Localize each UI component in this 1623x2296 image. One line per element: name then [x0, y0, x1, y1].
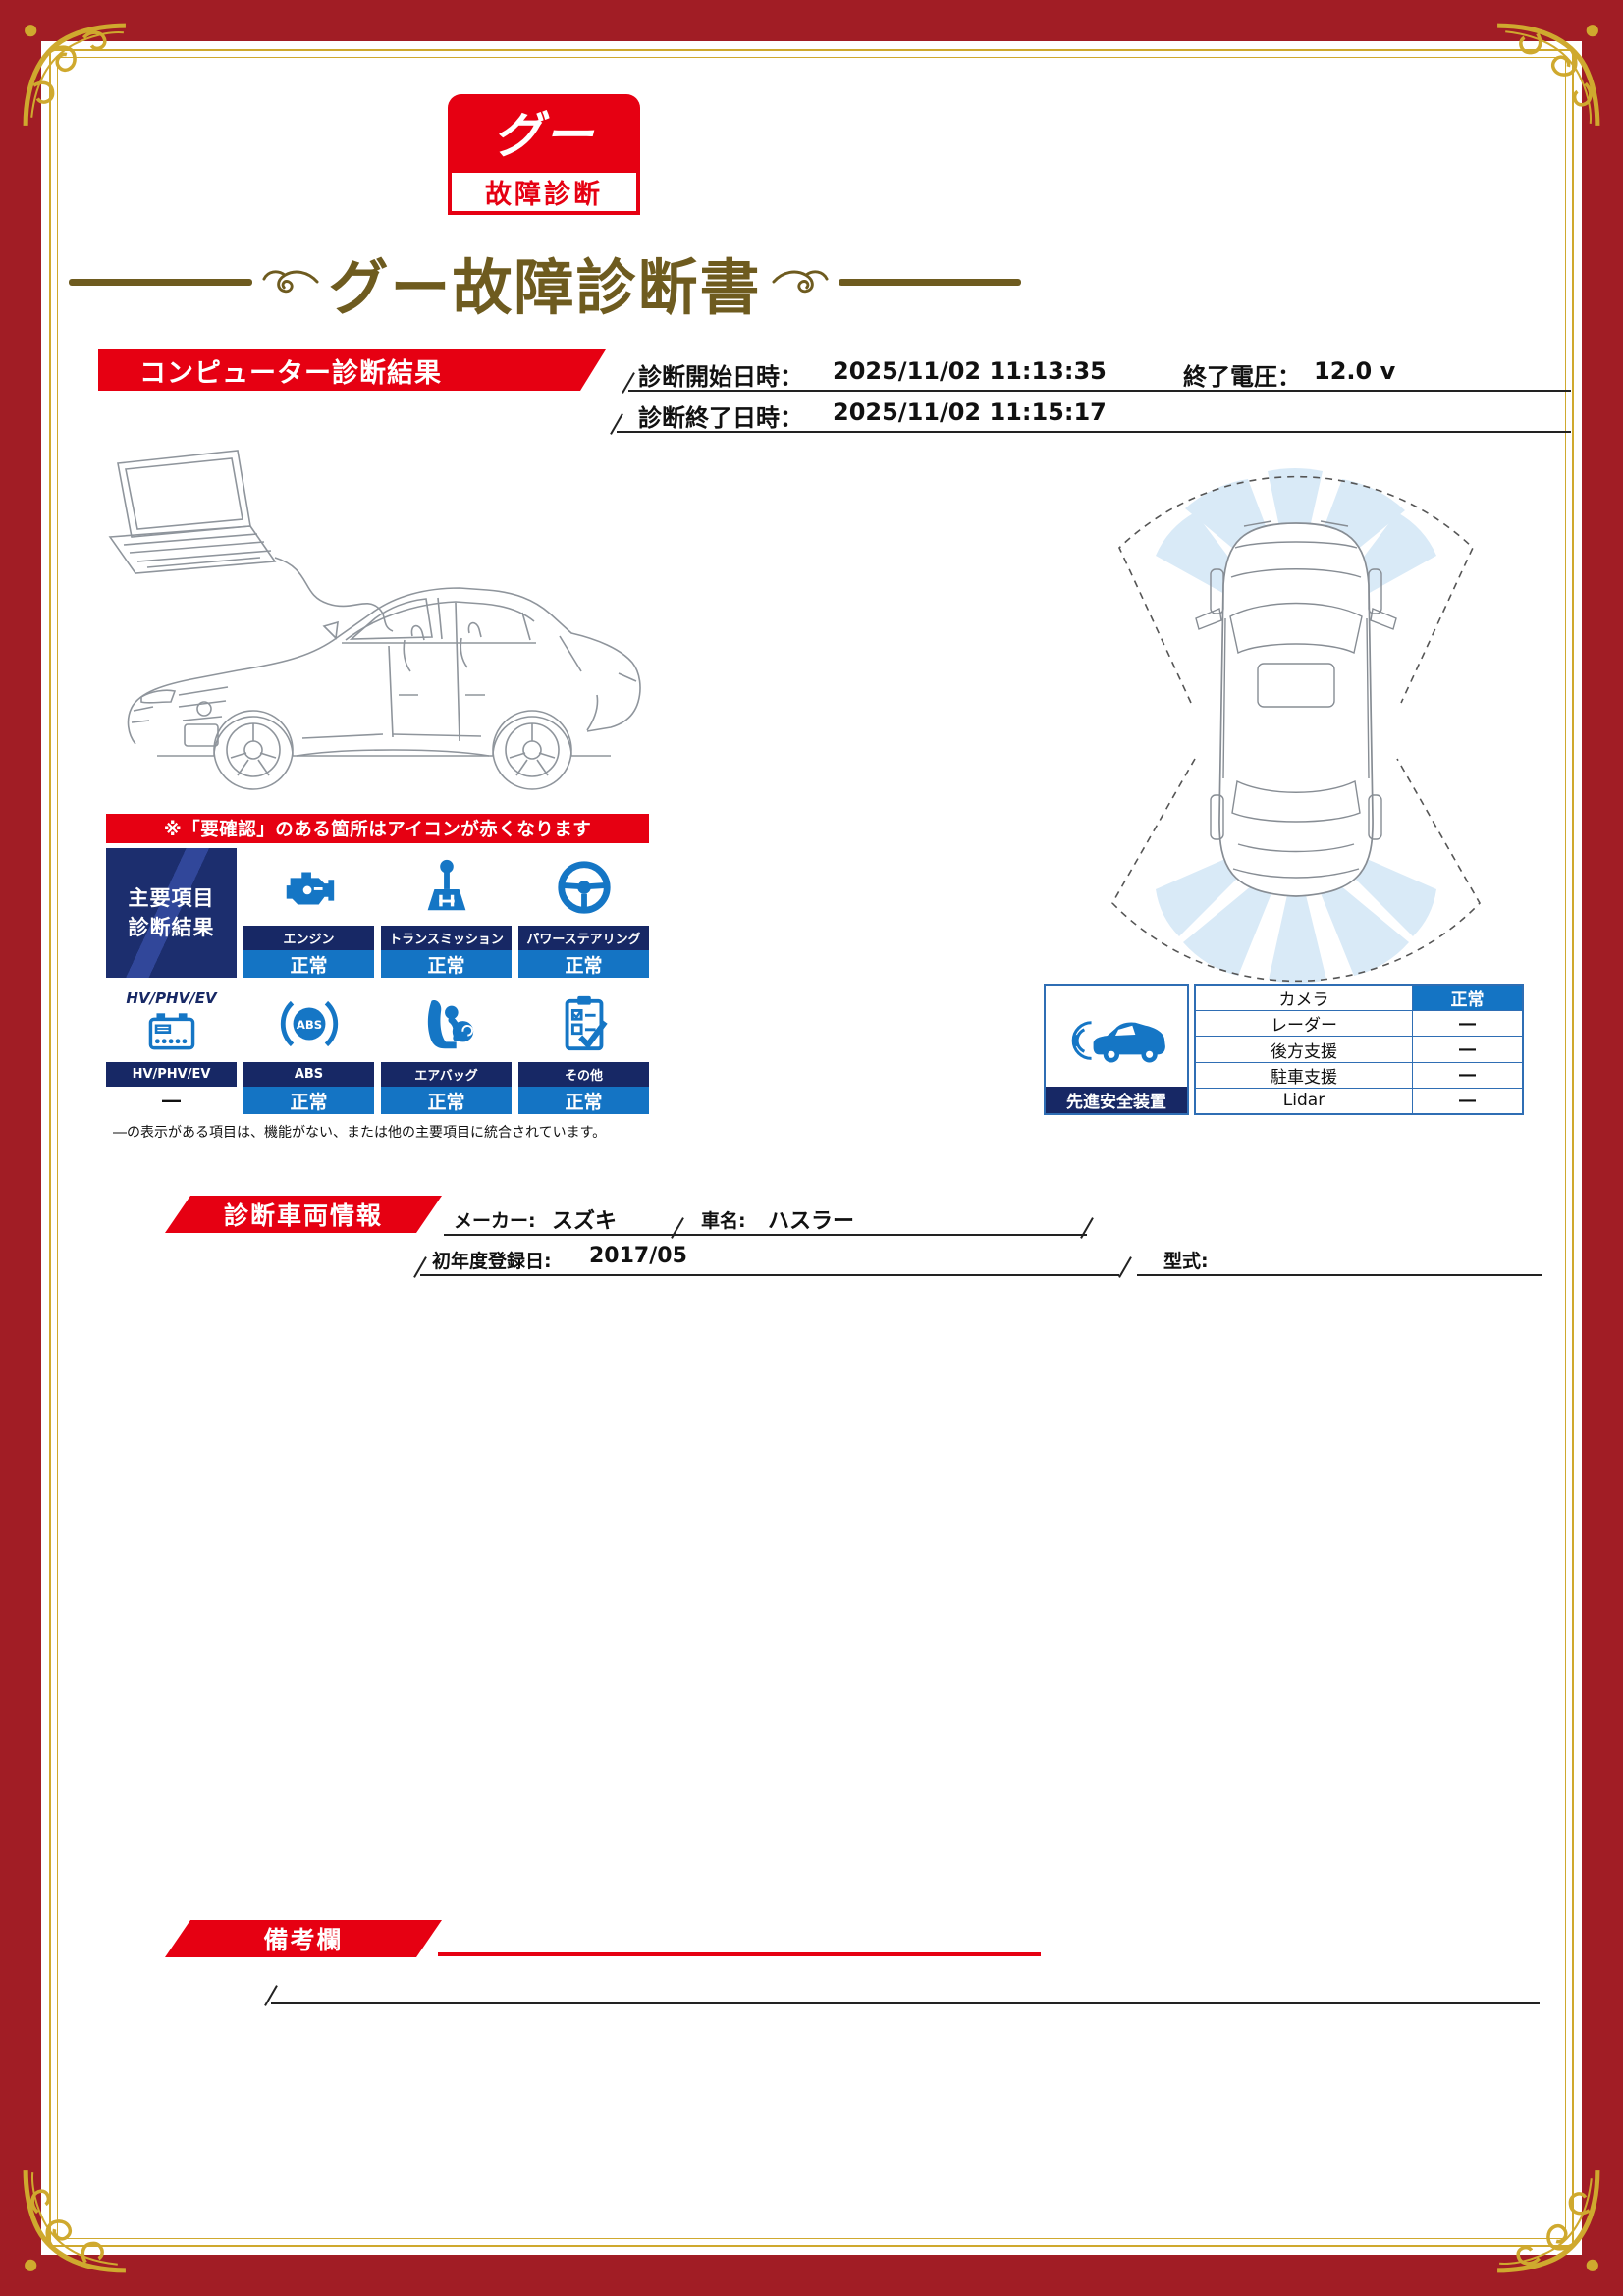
legend-line1: 主要項目 — [128, 885, 215, 910]
tile-status: 正常 — [518, 950, 649, 978]
car-name-value: ハスラー — [768, 1209, 855, 1234]
tile-status: 正常 — [381, 950, 512, 978]
abs-icon: ABS — [243, 985, 374, 1062]
safety-row-radar: レーダー ― — [1196, 1010, 1522, 1037]
end-voltage-label: 終了電圧： — [1183, 363, 1301, 391]
alert-note-text: ※「要確認」のある箇所はアイコンが赤くなります — [163, 820, 592, 840]
diagnosis-tile-engine: エンジン 正常 — [243, 848, 374, 978]
start-time-value: 2025/11/02 11:13:35 — [833, 357, 1107, 385]
logo-mark-text: グー — [493, 107, 595, 164]
goo-logo: グー 故障診断 — [448, 94, 640, 215]
car-name-label: 車名: — [701, 1210, 746, 1232]
safety-row-label: Lidar — [1282, 1091, 1325, 1111]
tile-label: ABS — [243, 1062, 374, 1087]
paper-background — [41, 41, 1582, 2255]
model-code-label: 型式: — [1163, 1251, 1209, 1272]
remarks-write-line — [271, 2002, 1540, 2004]
first-registration-label: 初年度登録日: — [432, 1251, 552, 1272]
tile-label: パワーステアリング — [518, 926, 649, 950]
engine-icon — [243, 848, 374, 926]
diagnosis-tile-steering: パワーステアリング 正常 — [518, 848, 649, 978]
title-flourish-right-icon — [771, 270, 829, 294]
safety-row-label: 後方支援 — [1271, 1041, 1337, 1062]
end-time-label: 診断終了日時： — [638, 404, 803, 432]
safety-row-lidar: Lidar ― — [1196, 1087, 1522, 1114]
hv-battery-icon: HV/PHV/EV — [106, 985, 237, 1062]
car-topview-sensors-illustration — [1036, 450, 1556, 994]
diagnosis-legend-text: 主要項目 診断結果 — [129, 883, 215, 943]
safety-row-label: カメラ — [1278, 990, 1329, 1011]
tile-label: HV/PHV/EV — [106, 1062, 237, 1087]
diagnosis-tile-abs: ABS ABS 正常 — [243, 985, 374, 1114]
vehicle-row1-line — [444, 1234, 1087, 1236]
steering-wheel-icon — [518, 848, 649, 926]
tile-status: 正常 — [243, 1087, 374, 1114]
section-computer-diagnosis-title: コンピューター診断結果 — [139, 357, 442, 389]
tile-label: その他 — [518, 1062, 649, 1087]
advanced-safety-icon-cell: 先進安全装置 — [1044, 984, 1189, 1115]
section-vehicle-info-banner: 診断車両情報 — [165, 1196, 442, 1233]
diagnosis-tile-hv: HV/PHV/EV HV/PHV/EV ― — [106, 985, 237, 1114]
alert-note-bar: ※「要確認」のある箇所はアイコンが赤くなります — [106, 814, 649, 843]
car-sensor-icon — [1046, 986, 1187, 1087]
tile-label: エンジン — [243, 926, 374, 950]
tile-status: 正常 — [243, 950, 374, 978]
transmission-icon — [381, 848, 512, 926]
report-title-row: グー故障診断書 — [69, 240, 1022, 324]
section-vehicle-info-title: 診断車両情報 — [223, 1201, 383, 1230]
diagnosis-result-grid: 主要項目 診断結果 エンジン 正常 — [106, 848, 649, 1114]
logo-caption-text: 故障診断 — [485, 180, 603, 210]
goo-logo-caption: 故障診断 — [448, 169, 640, 215]
safety-row-rear-support: 後方支援 ― — [1196, 1036, 1522, 1062]
airbag-icon — [381, 985, 512, 1062]
safety-row-status: ― — [1412, 1037, 1522, 1062]
tile-status: 正常 — [518, 1087, 649, 1114]
safety-row-status: ― — [1412, 1011, 1522, 1037]
section-remarks-title: 備考欄 — [263, 1926, 344, 1954]
vehicle-row2-line-right — [1137, 1274, 1542, 1276]
section-remarks-banner: 備考欄 — [165, 1920, 442, 1957]
dash-explanation-note: ―の表示がある項目は、機能がない、または他の主要項目に統合されています。 — [113, 1125, 607, 1141]
safety-row-camera: カメラ 正常 — [1196, 986, 1522, 1011]
start-time-label: 診断開始日時： — [638, 363, 803, 391]
title-flourish-left-icon — [261, 270, 319, 294]
legend-line2: 診断結果 — [128, 916, 215, 939]
title-rule-right — [838, 278, 1022, 286]
svg-text:ABS: ABS — [296, 1017, 321, 1031]
diagnosis-tile-airbag: エアバッグ 正常 — [381, 985, 512, 1114]
tile-status: ― — [106, 1087, 237, 1114]
safety-row-parking-support: 駐車支援 ― — [1196, 1061, 1522, 1088]
diagnosis-tile-other: その他 正常 — [518, 985, 649, 1114]
diagnosis-legend-tile: 主要項目 診断結果 — [106, 848, 237, 978]
safety-row-status: ― — [1412, 1062, 1522, 1088]
safety-row-status: ― — [1412, 1088, 1522, 1114]
section-computer-diagnosis-banner: コンピューター診断結果 — [98, 349, 606, 391]
tile-label: トランスミッション — [381, 926, 512, 950]
safety-row-label: 駐車支援 — [1271, 1067, 1337, 1088]
hv-header-text: HV/PHV/EV — [126, 988, 217, 1007]
title-rule-left — [69, 278, 252, 286]
safety-row-label: レーダー — [1271, 1016, 1337, 1037]
car-diagnostic-illustration — [88, 444, 663, 812]
page-title: グー故障診断書 — [328, 252, 762, 323]
tile-status: 正常 — [381, 1087, 512, 1114]
safety-row-status: 正常 — [1412, 986, 1522, 1011]
first-registration-value: 2017/05 — [589, 1244, 687, 1268]
vehicle-row2-line-left — [420, 1274, 1119, 1276]
diagnosis-tile-transmission: トランスミッション 正常 — [381, 848, 512, 978]
remarks-red-line — [438, 1952, 1041, 1956]
maker-label: メーカー: — [454, 1210, 536, 1232]
advanced-safety-table: カメラ 正常 レーダー ― 後方支援 ― 駐車支援 ― Lidar ― — [1194, 984, 1524, 1115]
goo-logo-mark: グー — [448, 94, 640, 169]
maker-value: スズキ — [552, 1209, 618, 1234]
tile-label: エアバッグ — [381, 1062, 512, 1087]
end-voltage-value: 12.0 v — [1314, 357, 1396, 385]
end-time-value: 2025/11/02 11:15:17 — [833, 399, 1107, 426]
diagnosis-row2-line — [617, 431, 1571, 433]
advanced-safety-panel: 先進安全装置 カメラ 正常 レーダー ― 後方支援 ― 駐車支援 ― Lidar… — [1044, 984, 1524, 1115]
checklist-icon — [518, 985, 649, 1062]
diagnosis-row1-line — [628, 390, 1571, 392]
advanced-safety-label: 先進安全装置 — [1046, 1087, 1187, 1113]
